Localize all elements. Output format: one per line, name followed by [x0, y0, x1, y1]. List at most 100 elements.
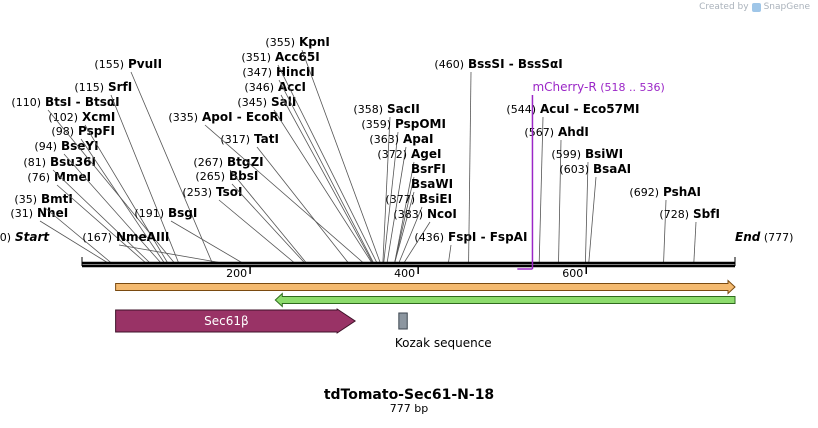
site-label[interactable]: AccI — [278, 80, 306, 94]
site-label[interactable]: PspFI — [78, 124, 115, 138]
site-start[interactable]: Start(0) — [0, 230, 50, 244]
site-bbsi[interactable]: BbsI(265) — [195, 169, 306, 264]
site-position: (363) — [369, 133, 399, 146]
site-bsssi-bsssαi[interactable]: BssSI - BssSαI(460) — [434, 57, 563, 264]
sequence-name: tdTomato-Sec61-N-18 — [324, 387, 494, 403]
site-position: (355) — [265, 36, 295, 49]
site-bsaai[interactable]: BsaAI(603) — [559, 162, 631, 264]
site-agei[interactable]: AgeI (372) — [377, 147, 441, 264]
site-label[interactable]: Acc65I — [275, 50, 320, 64]
site-sacii[interactable]: SacII(358) — [353, 102, 420, 264]
site-label[interactable]: KpnI — [299, 35, 330, 49]
site-label[interactable]: PshAI — [663, 185, 701, 199]
site-label[interactable]: AcuI - Eco57MI — [540, 102, 639, 116]
site-label[interactable]: XcmI — [82, 110, 115, 124]
site-label[interactable]: FspI - FspAI — [448, 230, 527, 244]
site-fspi-fspai[interactable]: FspI - FspAI(436) — [414, 230, 527, 264]
site-label[interactable]: BsaWI — [411, 177, 453, 191]
site-label[interactable]: BsaAI — [593, 162, 631, 176]
site-pshai[interactable]: PshAI(692) — [629, 185, 701, 264]
site-position: (167) — [82, 231, 112, 244]
site-label[interactable]: SrfI — [108, 80, 132, 94]
site-apoi-ecori[interactable]: ApoI - EcoRI(335) — [168, 110, 364, 264]
site-acui-eco57mi[interactable]: AcuI - Eco57MI(544) — [506, 102, 639, 264]
site-leader-line — [170, 220, 243, 264]
site-ncoi[interactable]: NcoI (383) — [393, 207, 457, 264]
site-label[interactable]: TatI — [254, 132, 279, 146]
primer-label[interactable]: mCherry-R (518 .. 536) — [532, 80, 664, 94]
site-leader-line — [386, 146, 407, 264]
site-sbfi[interactable]: SbfI (728) — [659, 207, 720, 264]
site-bsrfi[interactable]: BsrFI — [394, 162, 446, 264]
site-label[interactable]: SalI — [271, 95, 296, 109]
site-bsawi[interactable]: BsaWI — [394, 177, 453, 264]
site-leader-line — [231, 183, 306, 264]
site-label[interactable]: HincII — [276, 65, 315, 79]
site-label[interactable]: NheI — [37, 206, 68, 220]
site-tsoi[interactable]: TsoI(253) — [182, 185, 295, 264]
site-label[interactable]: BtsI - BtsαI — [45, 95, 120, 109]
site-bsgi[interactable]: BsgI(191) — [134, 206, 243, 264]
site-kpni[interactable]: KpnI (355) — [265, 35, 381, 264]
site-label[interactable]: NcoI — [427, 207, 457, 221]
site-label[interactable]: TsoI — [216, 185, 242, 199]
site-label[interactable]: BbsI — [229, 169, 258, 183]
site-pspomi[interactable]: PspOMI(359) — [361, 117, 446, 264]
site-xcmi[interactable]: XcmI(102) — [48, 110, 169, 264]
site-label[interactable]: SacII — [387, 102, 420, 116]
site-bseyi[interactable]: BseYI(94) — [34, 139, 162, 264]
site-position: (383) — [393, 208, 423, 221]
site-srfi[interactable]: SrfI(115) — [74, 80, 180, 264]
site-nmeaiii[interactable]: NmeAIII (167) — [82, 230, 223, 264]
site-acci[interactable]: AccI(346) — [244, 80, 374, 264]
site-label[interactable]: AhdI — [558, 125, 589, 139]
site-bsiwi[interactable]: BsiWI(599) — [551, 147, 623, 264]
feature-orange-strand[interactable] — [115, 279, 736, 295]
site-label[interactable]: PvuII — [128, 57, 162, 71]
site-pspfi[interactable]: PspFI(98) — [51, 124, 165, 264]
site-label[interactable]: AgeI — [411, 147, 441, 161]
site-sali[interactable]: SalI(345) — [237, 95, 373, 264]
site-btgzi[interactable]: BtgZI(267) — [193, 155, 307, 264]
site-position: (372) — [377, 148, 407, 161]
site-btsi-btsαi[interactable]: BtsI - BtsαI(110) — [11, 95, 175, 264]
site-label[interactable]: BtgZI — [227, 155, 264, 169]
site-label[interactable]: BssSI - BssSαI — [468, 57, 563, 71]
feature-kozak[interactable]: Kozak sequence — [395, 312, 492, 350]
site-end[interactable]: End (777) — [735, 230, 793, 244]
site-ahdi[interactable]: AhdI(567) — [524, 125, 589, 264]
site-label[interactable]: BmtI — [41, 192, 73, 206]
site-acc65i[interactable]: Acc65I(351) — [241, 50, 378, 264]
feature-sec61b[interactable]: Sec61β — [115, 308, 357, 334]
site-name: BbsI — [229, 169, 258, 183]
site-hincii[interactable]: HincII(347) — [242, 65, 374, 264]
features: Sec61β Kozak sequence — [115, 279, 736, 350]
sequence-length: 777 bp — [390, 402, 428, 415]
site-label[interactable]: BsrFI — [411, 162, 446, 176]
feature-green-strand[interactable] — [274, 292, 736, 308]
site-label[interactable]: BseYI — [61, 139, 99, 153]
site-label[interactable]: BsgI — [168, 206, 197, 220]
site-label[interactable]: ApoI - EcoRI — [202, 110, 283, 124]
site-apai[interactable]: ApaI (363) — [369, 132, 433, 264]
site-leader-line — [448, 244, 452, 264]
feature-arrow — [274, 292, 736, 308]
site-label[interactable]: ApaI — [403, 132, 433, 146]
site-label[interactable]: Start — [15, 230, 50, 244]
site-nhei[interactable]: NheI(31) — [10, 206, 109, 264]
site-label[interactable]: SbfI — [693, 207, 720, 221]
site-label[interactable]: BsiEI — [419, 192, 452, 206]
site-leader-line — [394, 191, 415, 264]
site-label[interactable]: Bsu36I — [50, 155, 96, 169]
site-pvuii[interactable]: PvuII(155) — [94, 57, 213, 264]
site-label[interactable]: BsiWI — [585, 147, 623, 161]
site-tati[interactable]: TatI(317) — [220, 132, 349, 264]
ruler-label-600: 600 — [562, 267, 583, 280]
site-label[interactable]: PspOMI — [395, 117, 446, 131]
site-label[interactable]: End (777) — [735, 230, 793, 244]
site-position: (728) — [659, 208, 689, 221]
site-bsiei[interactable]: BsiEI(377) — [385, 192, 452, 264]
site-label[interactable]: MmeI — [54, 170, 91, 184]
site-bmti[interactable]: BmtI(35) — [14, 192, 112, 264]
site-label[interactable]: NmeAIII — [116, 230, 169, 244]
